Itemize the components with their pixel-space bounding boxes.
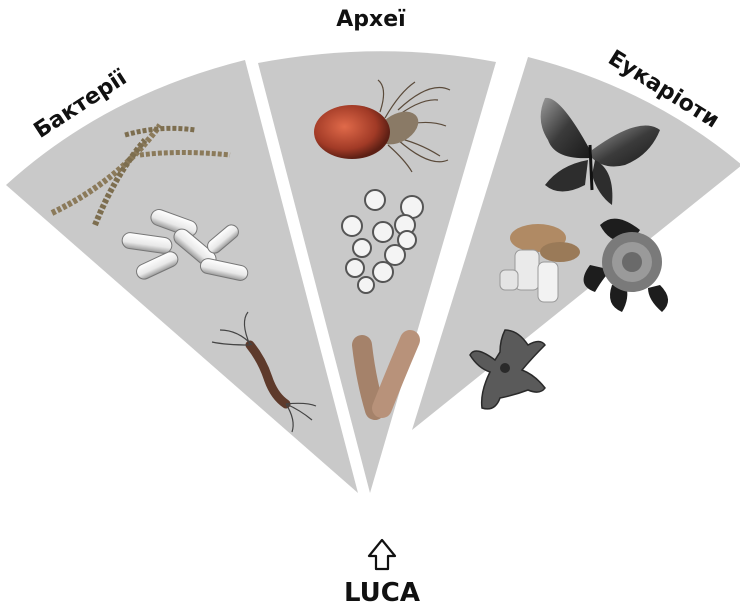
outline-up-arrow-icon [369,540,395,569]
archaea-label: Археї [336,7,406,32]
luca-label: LUCA [344,578,420,607]
